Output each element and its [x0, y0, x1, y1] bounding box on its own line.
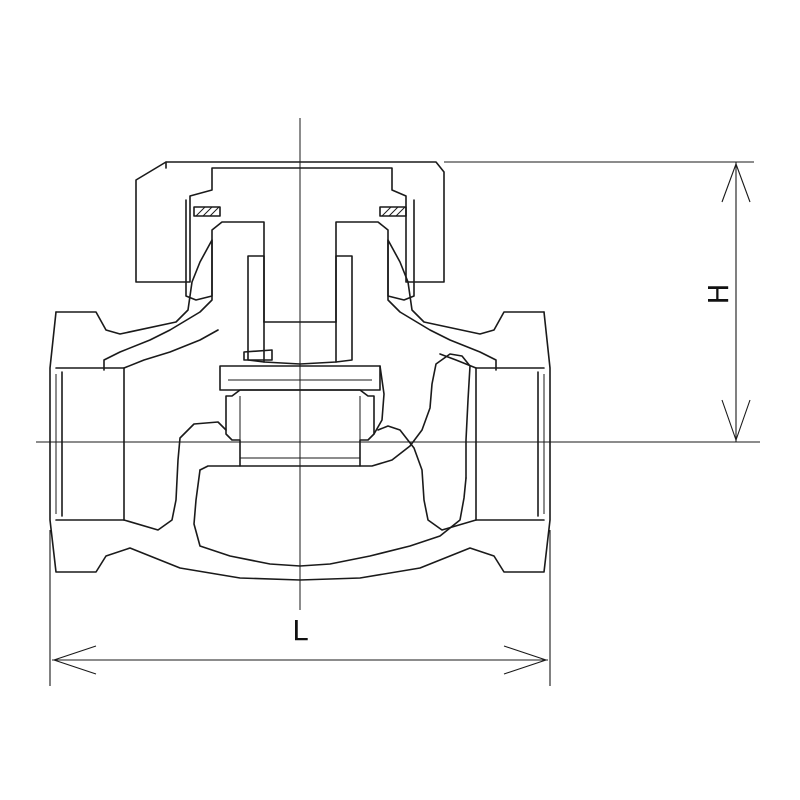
dimension-height: H	[444, 161, 754, 442]
bonnet-cap	[135, 161, 445, 283]
valve-body	[49, 239, 551, 581]
dimension-length: L	[49, 530, 551, 686]
hinge-arm	[243, 255, 353, 365]
height-label: H	[702, 283, 735, 304]
gasket-right	[379, 206, 407, 217]
length-label: L	[292, 614, 308, 647]
valve-disc	[219, 365, 381, 467]
gasket-left	[193, 206, 221, 217]
